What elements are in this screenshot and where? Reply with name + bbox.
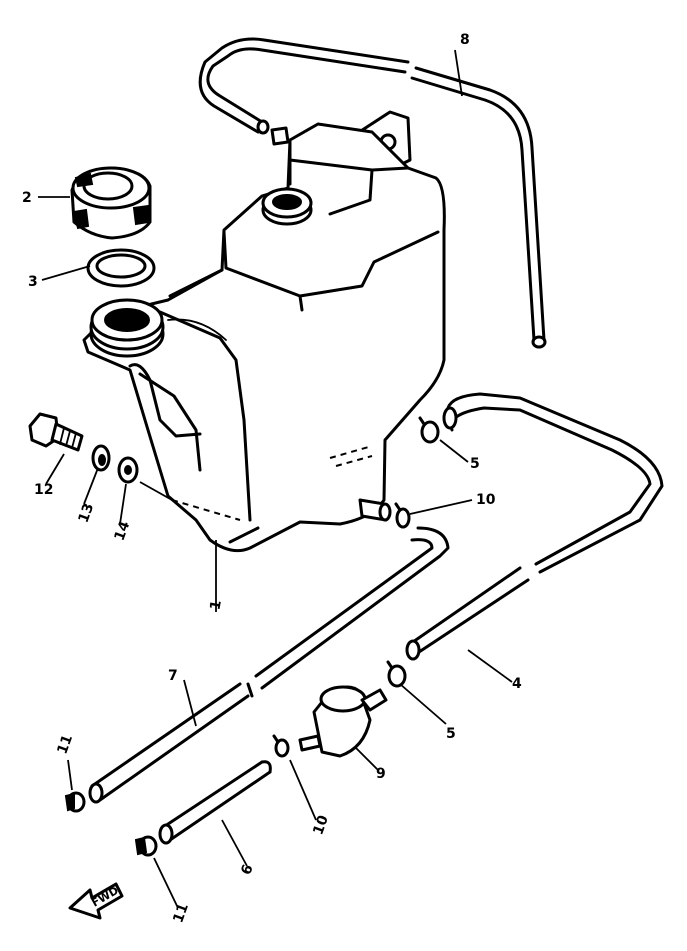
callout-14: 14 bbox=[112, 519, 134, 543]
clamp-10-upper bbox=[394, 502, 411, 529]
washer-13 bbox=[91, 444, 111, 472]
callout-6: 6 bbox=[238, 862, 256, 877]
callout-4: 4 bbox=[512, 676, 522, 692]
clamp-5-upper bbox=[418, 416, 440, 444]
callout-10-lower: 10 bbox=[310, 813, 332, 837]
callout-7: 7 bbox=[168, 668, 178, 684]
clamp-11-upper bbox=[64, 791, 86, 813]
callout-11-upper: 11 bbox=[54, 733, 76, 757]
fuel-filter bbox=[298, 685, 388, 758]
clamp-5-lower bbox=[386, 660, 407, 688]
filler-cap bbox=[70, 166, 152, 240]
callout-5-upper: 5 bbox=[470, 456, 480, 472]
clamp-10-lower bbox=[272, 734, 290, 758]
cap-gasket bbox=[86, 248, 156, 288]
callout-5-lower: 5 bbox=[446, 726, 456, 742]
hose-4 bbox=[405, 392, 664, 661]
callout-3: 3 bbox=[28, 274, 38, 290]
callout-labels: 1 2 3 4 5 5 6 7 8 9 10 10 11 11 12 13 14 bbox=[22, 32, 522, 925]
callout-2: 2 bbox=[22, 190, 32, 206]
hose-7 bbox=[88, 526, 450, 804]
callout-12: 12 bbox=[34, 482, 53, 498]
hose-6 bbox=[158, 760, 272, 845]
leader-lines bbox=[38, 49, 513, 909]
callout-10-upper: 10 bbox=[476, 492, 496, 508]
hose-8 bbox=[198, 37, 547, 349]
mounting-bolt bbox=[28, 412, 84, 452]
callout-1: 1 bbox=[207, 599, 224, 611]
callout-11-lower: 11 bbox=[170, 901, 192, 925]
callout-8: 8 bbox=[460, 32, 470, 48]
washer-14 bbox=[117, 456, 139, 484]
forward-direction-arrow: FWD bbox=[68, 882, 124, 920]
callout-13: 13 bbox=[76, 501, 98, 525]
callout-9: 9 bbox=[376, 766, 386, 782]
clamp-11-lower bbox=[134, 835, 158, 857]
reservoir-tank bbox=[82, 110, 446, 553]
